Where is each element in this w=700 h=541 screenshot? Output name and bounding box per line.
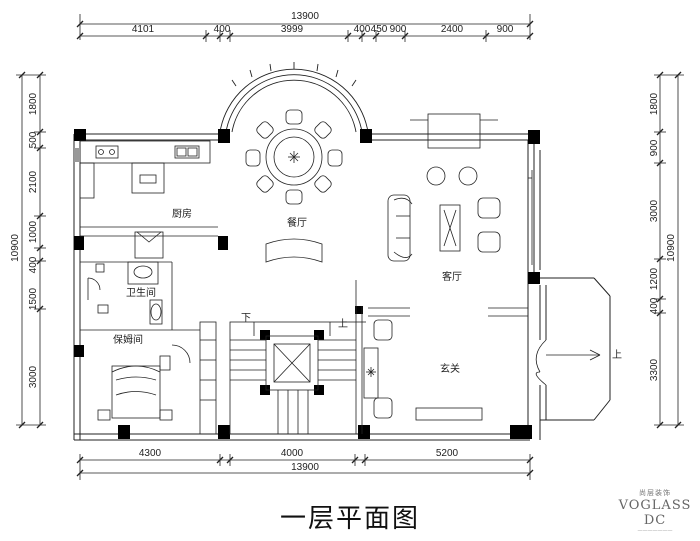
side-entrance-up-mark: 上	[612, 349, 622, 361]
room-label-living: 客厅	[442, 270, 462, 283]
left-dim-5: 400	[28, 256, 39, 273]
stair-mark-down: 下	[241, 313, 251, 324]
top-dim-7: 2400	[441, 24, 464, 35]
left-dimension-ticks	[18, 71, 44, 429]
room-label-bathroom: 卫生间	[126, 286, 156, 299]
left-dim-3: 2100	[28, 170, 39, 193]
right-dim-2: 900	[649, 139, 660, 156]
foyer-furniture	[363, 319, 601, 421]
top-overall-dim: 13900	[291, 11, 319, 22]
top-dim-3: 3999	[281, 24, 304, 35]
logo-cn-text: 尚层装饰	[639, 489, 671, 497]
top-dim-2: 400	[214, 24, 231, 35]
top-dim-6: 900	[390, 24, 407, 35]
top-dimension-ticks	[76, 20, 534, 40]
bottom-dim-2: 4000	[281, 448, 304, 459]
top-dimension-lines	[79, 14, 531, 42]
dining-set	[245, 109, 343, 205]
bottom-dimension-ticks	[76, 456, 534, 477]
right-dim-3: 3000	[649, 199, 660, 222]
kitchen-shaded-strip	[74, 148, 80, 162]
left-dim-2: 500	[28, 131, 39, 148]
bottom-dim-1: 4300	[139, 448, 162, 459]
left-dim-1: 1800	[28, 92, 39, 115]
left-dim-6: 1500	[28, 287, 39, 310]
maid-room-fixtures	[97, 321, 217, 435]
right-dim-5: 400	[649, 297, 660, 314]
left-dim-4: 1000	[28, 220, 39, 243]
right-overall-dim: 10900	[666, 234, 677, 262]
right-dimension-ticks	[656, 71, 682, 429]
right-dim-4: 1200	[649, 267, 660, 290]
logo-en-text: VOGLASS DC	[618, 498, 692, 528]
top-dim-5: 450	[371, 24, 388, 35]
dining-sideboard	[265, 238, 323, 263]
top-dim-8: 900	[497, 24, 514, 35]
company-logo: 尚层装饰 VOGLASS DC ———————	[612, 488, 698, 536]
room-label-maid-room: 保姆间	[113, 333, 143, 346]
room-label-kitchen: 厨房	[172, 207, 192, 220]
top-dim-1: 4101	[132, 24, 155, 35]
bottom-overall-dim: 13900	[291, 462, 319, 473]
room-label-foyer: 玄关	[440, 362, 460, 375]
living-furniture	[368, 113, 533, 317]
left-dim-7: 3000	[28, 365, 39, 388]
stair-mark-up: 上	[338, 318, 348, 330]
bottom-dim-3: 5200	[436, 448, 459, 459]
right-dimension-lines	[654, 74, 684, 426]
top-dim-4: 400	[354, 24, 371, 35]
dining-bay	[219, 62, 369, 133]
left-overall-dim: 10900	[10, 234, 21, 262]
structural-columns	[74, 129, 540, 439]
right-dim-6: 3300	[649, 358, 660, 381]
logo-rule: ———————	[637, 528, 673, 534]
bathroom-fixtures	[80, 231, 218, 331]
staircase	[229, 280, 366, 435]
kitchen-fixtures	[79, 140, 218, 228]
right-dim-1: 1800	[649, 92, 660, 115]
drawing-title: 一层平面图	[279, 504, 420, 534]
room-label-dining: 餐厅	[287, 216, 307, 229]
